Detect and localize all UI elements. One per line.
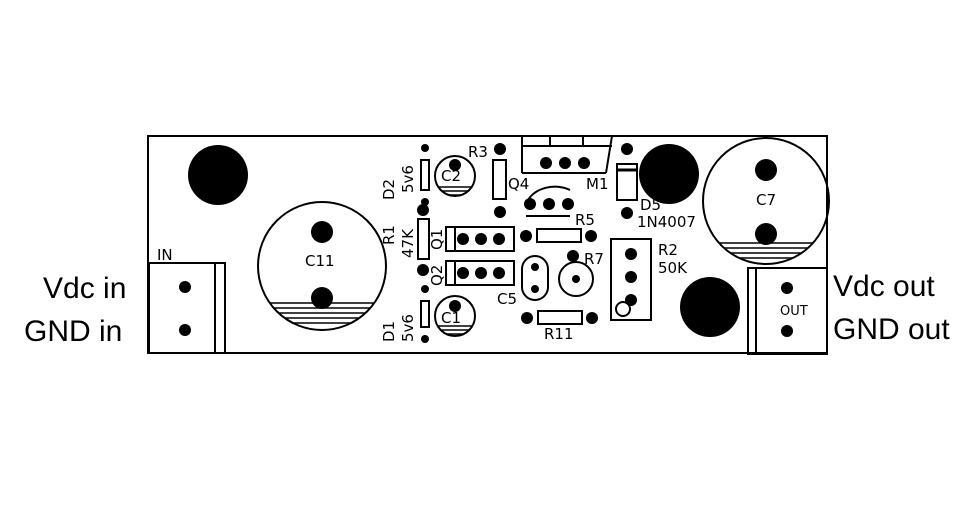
r11-resistor-body	[537, 310, 583, 325]
r1-value-label: 47K	[399, 228, 417, 258]
r7-label: R7	[584, 250, 604, 268]
mounting-holes	[188, 144, 740, 337]
q2-package	[445, 260, 515, 286]
c11-capacitor-outline	[257, 201, 387, 331]
c1-label: C1	[441, 309, 461, 327]
connector-out-label: OUT	[780, 304, 808, 319]
d1-value-label: 5v6	[399, 314, 417, 342]
gnd-in-label: GND in	[24, 315, 123, 348]
q2-label: Q2	[428, 265, 446, 286]
out-connector	[747, 267, 828, 355]
r3-resistor-body	[492, 159, 507, 200]
c2-label: C2	[441, 167, 461, 185]
connector-in-label: IN	[157, 246, 173, 264]
q1-label: Q1	[428, 229, 446, 250]
r2-label: R2	[658, 241, 678, 259]
vdc-out-label: Vdc out	[833, 270, 935, 303]
r5-label: R5	[575, 211, 595, 229]
c2-polarity-stripes	[435, 186, 475, 196]
r7-trim-outline	[558, 261, 594, 297]
c5-capacitor-outline	[521, 255, 549, 301]
r5-resistor-body	[536, 228, 582, 243]
q4-label: Q4	[508, 175, 529, 193]
q4-transistor-outline	[527, 185, 571, 201]
r1-resistor-body	[417, 218, 430, 260]
d2-value-label: 5v6	[399, 165, 417, 193]
c2-capacitor-outline	[434, 155, 476, 197]
c7-label: C7	[756, 191, 776, 209]
r2-potentiometer-body	[610, 238, 652, 321]
d5-value-label: 1N4007	[637, 213, 696, 231]
d1-diode-body	[420, 300, 430, 328]
d1-label: D1	[380, 321, 398, 342]
q1-package	[445, 226, 515, 252]
d5-diode-body	[616, 163, 638, 201]
gnd-out-label: GND out	[833, 313, 950, 346]
r2-value-label: 50K	[658, 259, 688, 277]
d5-label: D5	[640, 196, 661, 214]
vdc-in-label: Vdc in	[43, 272, 127, 305]
c5-label: C5	[497, 290, 517, 308]
solder-pads	[179, 143, 793, 343]
m1-header-outline	[521, 135, 613, 174]
r11-label: R11	[544, 325, 574, 343]
in-connector	[148, 262, 226, 354]
d2-label: D2	[380, 179, 398, 200]
board-outline	[147, 135, 828, 354]
c11-label: C11	[305, 252, 335, 270]
d2-diode-body	[420, 159, 430, 191]
c7-capacitor-outline	[702, 137, 830, 265]
m1-label: M1	[586, 175, 609, 193]
r1-label: R1	[380, 225, 398, 245]
r3-label: R3	[468, 143, 488, 161]
c1-capacitor-outline	[434, 295, 476, 337]
